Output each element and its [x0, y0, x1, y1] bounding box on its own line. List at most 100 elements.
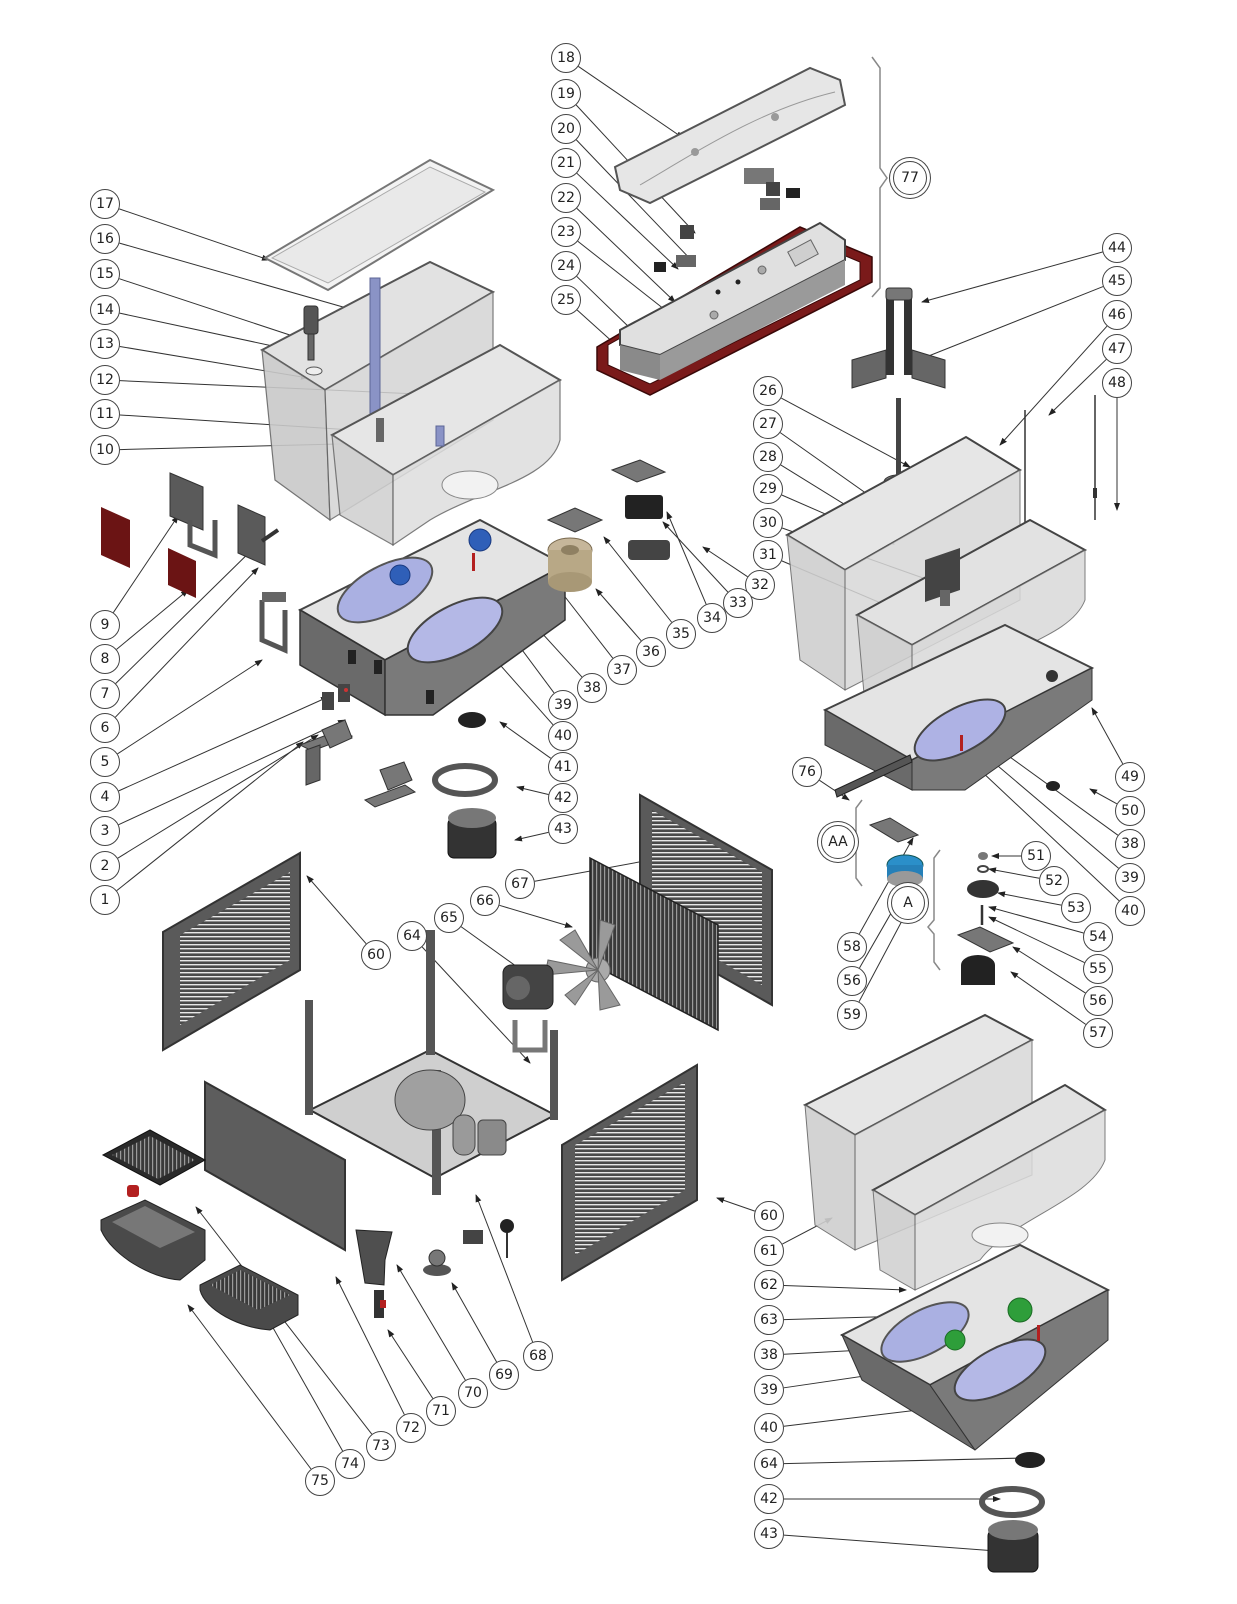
- callout-11[interactable]: 11: [90, 399, 120, 429]
- callout-58[interactable]: 58: [837, 932, 867, 962]
- callout-6[interactable]: 6: [90, 713, 120, 743]
- callout-41[interactable]: 41: [548, 752, 578, 782]
- callout-24[interactable]: 24: [551, 251, 581, 281]
- callout-48[interactable]: 48: [1102, 368, 1132, 398]
- callout-39[interactable]: 39: [1115, 863, 1145, 893]
- callout-61[interactable]: 61: [754, 1236, 784, 1266]
- group-bracket-A: [927, 849, 941, 971]
- callout-5[interactable]: 5: [90, 747, 120, 777]
- callout-72[interactable]: 72: [396, 1413, 426, 1443]
- callout-36[interactable]: 36: [636, 637, 666, 667]
- callout-2[interactable]: 2: [90, 851, 120, 881]
- callout-27[interactable]: 27: [753, 409, 783, 439]
- callout-16[interactable]: 16: [90, 224, 120, 254]
- callout-60[interactable]: 60: [754, 1201, 784, 1231]
- callout-31[interactable]: 31: [753, 540, 783, 570]
- callout-18[interactable]: 18: [551, 43, 581, 73]
- callout-4[interactable]: 4: [90, 782, 120, 812]
- callout-9[interactable]: 9: [90, 610, 120, 640]
- callout-15[interactable]: 15: [90, 259, 120, 289]
- callout-60[interactable]: 60: [361, 940, 391, 970]
- callout-64[interactable]: 64: [397, 921, 427, 951]
- callout-53[interactable]: 53: [1061, 893, 1091, 923]
- group-label-77[interactable]: 77: [893, 161, 927, 195]
- callout-20[interactable]: 20: [551, 114, 581, 144]
- callout-34[interactable]: 34: [697, 603, 727, 633]
- callout-69[interactable]: 69: [489, 1360, 519, 1390]
- callout-38[interactable]: 38: [577, 673, 607, 703]
- leader-line-56: [1012, 946, 1086, 994]
- callout-17[interactable]: 17: [90, 189, 120, 219]
- callout-45[interactable]: 45: [1102, 266, 1132, 296]
- callout-25[interactable]: 25: [551, 285, 581, 315]
- callout-7[interactable]: 7: [90, 679, 120, 709]
- callout-13[interactable]: 13: [90, 329, 120, 359]
- callout-43[interactable]: 43: [754, 1519, 784, 1549]
- callout-39[interactable]: 39: [754, 1375, 784, 1405]
- part-bowl-front: [330, 343, 563, 547]
- callout-8[interactable]: 8: [90, 644, 120, 674]
- callout-35[interactable]: 35: [666, 619, 696, 649]
- callout-30[interactable]: 30: [753, 508, 783, 538]
- callout-33[interactable]: 33: [723, 588, 753, 618]
- callout-64[interactable]: 64: [754, 1449, 784, 1479]
- callout-43[interactable]: 43: [548, 814, 578, 844]
- callout-22[interactable]: 22: [551, 183, 581, 213]
- callout-73[interactable]: 73: [366, 1431, 396, 1461]
- callout-42[interactable]: 42: [548, 783, 578, 813]
- callout-47[interactable]: 47: [1102, 334, 1132, 364]
- callout-62[interactable]: 62: [754, 1270, 784, 1300]
- callout-38[interactable]: 38: [1115, 829, 1145, 859]
- callout-50[interactable]: 50: [1115, 796, 1145, 826]
- callout-38[interactable]: 38: [754, 1340, 784, 1370]
- callout-54[interactable]: 54: [1083, 922, 1113, 952]
- callout-40[interactable]: 40: [548, 721, 578, 751]
- callout-75[interactable]: 75: [305, 1466, 335, 1496]
- group-label-A[interactable]: A: [891, 886, 925, 920]
- part-spring-7: [260, 528, 280, 543]
- callout-52[interactable]: 52: [1039, 866, 1069, 896]
- callout-71[interactable]: 71: [426, 1396, 456, 1426]
- callout-57[interactable]: 57: [1083, 1018, 1113, 1048]
- callout-63[interactable]: 63: [754, 1305, 784, 1335]
- callout-56[interactable]: 56: [1083, 986, 1113, 1016]
- callout-1[interactable]: 1: [90, 885, 120, 915]
- callout-42[interactable]: 42: [754, 1484, 784, 1514]
- callout-14[interactable]: 14: [90, 295, 120, 325]
- leader-line-7: [115, 539, 263, 684]
- callout-3[interactable]: 3: [90, 816, 120, 846]
- group-label-AA[interactable]: AA: [821, 825, 855, 859]
- callout-23[interactable]: 23: [551, 217, 581, 247]
- callout-21[interactable]: 21: [551, 148, 581, 178]
- callout-59[interactable]: 59: [837, 1000, 867, 1030]
- callout-19[interactable]: 19: [551, 79, 581, 109]
- callout-56[interactable]: 56: [837, 966, 867, 996]
- callout-67[interactable]: 67: [505, 869, 535, 899]
- part-knob-69: [423, 1249, 451, 1276]
- callout-44[interactable]: 44: [1102, 233, 1132, 263]
- callout-10[interactable]: 10: [90, 435, 120, 465]
- callout-65[interactable]: 65: [434, 903, 464, 933]
- callout-55[interactable]: 55: [1083, 954, 1113, 984]
- part-electrical-32-36: [546, 459, 670, 592]
- callout-68[interactable]: 68: [523, 1341, 553, 1371]
- callout-28[interactable]: 28: [753, 442, 783, 472]
- leader-line-50: [1089, 788, 1118, 805]
- callout-46[interactable]: 46: [1102, 300, 1132, 330]
- part-handle-15-14: [303, 305, 323, 376]
- callout-49[interactable]: 49: [1115, 762, 1145, 792]
- callout-51[interactable]: 51: [1021, 841, 1051, 871]
- callout-40[interactable]: 40: [1115, 896, 1145, 926]
- callout-70[interactable]: 70: [458, 1378, 488, 1408]
- callout-39[interactable]: 39: [548, 690, 578, 720]
- callout-76[interactable]: 76: [792, 757, 822, 787]
- part-stack-bottom-64-42-43: [979, 1452, 1045, 1573]
- callout-12[interactable]: 12: [90, 365, 120, 395]
- callout-74[interactable]: 74: [335, 1449, 365, 1479]
- callout-66[interactable]: 66: [470, 886, 500, 916]
- callout-37[interactable]: 37: [607, 655, 637, 685]
- leader-line-15: [119, 278, 306, 341]
- callout-29[interactable]: 29: [753, 474, 783, 504]
- callout-26[interactable]: 26: [753, 376, 783, 406]
- callout-40[interactable]: 40: [754, 1413, 784, 1443]
